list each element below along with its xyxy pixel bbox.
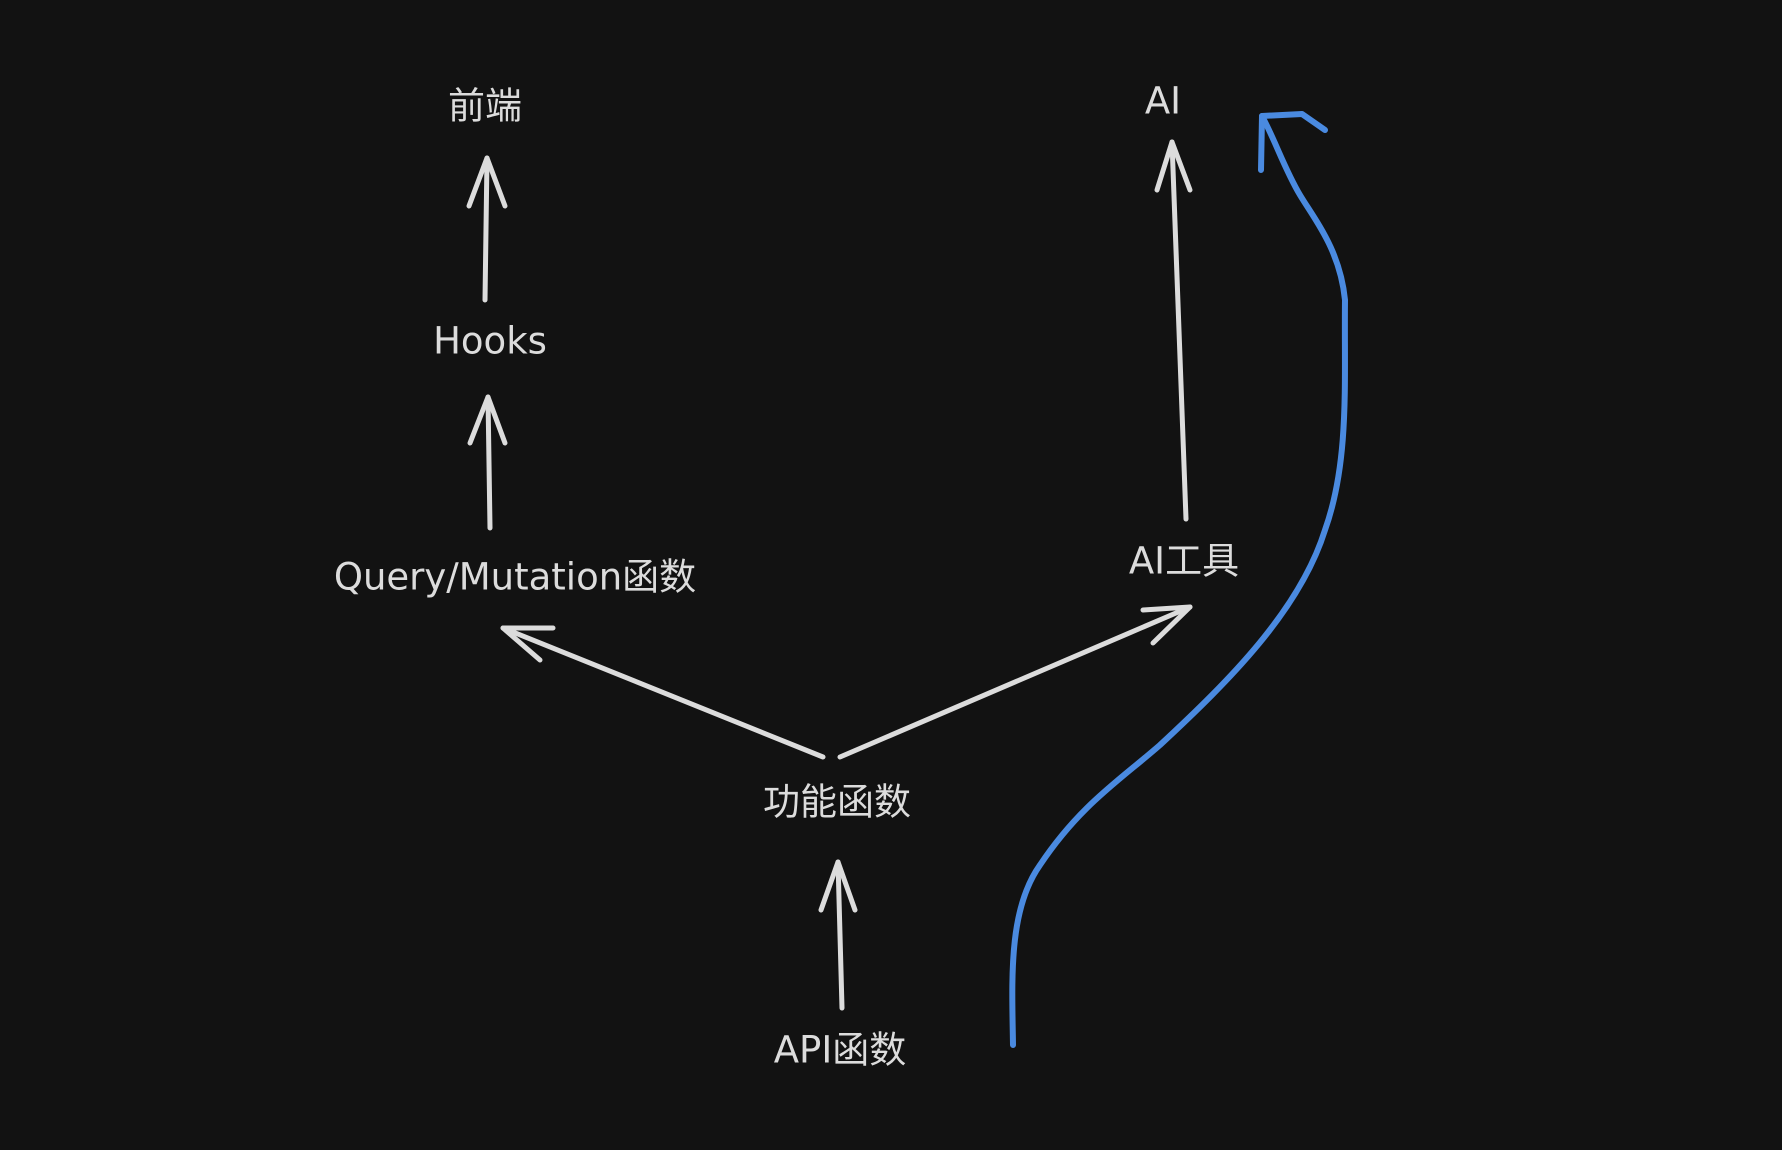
node-query-mutation: Query/Mutation函数 [334, 556, 696, 599]
node-api-functions: API函数 [774, 1029, 907, 1072]
node-hooks: Hooks [433, 320, 547, 363]
node-frontend: 前端 [448, 85, 522, 128]
arrow-feature-to-query [500, 625, 826, 760]
arrow-feature-to-aitools [837, 604, 1193, 760]
flow-arrow-api-to-ai [1009, 111, 1348, 1048]
node-feature-functions: 功能函数 [763, 781, 911, 824]
arrow-api-to-feature [818, 859, 858, 1011]
node-ai: AI [1145, 80, 1181, 123]
node-ai-tools: AI工具 [1129, 540, 1239, 583]
arrow-aitools-to-ai [1154, 139, 1193, 522]
arrow-query-to-hooks [467, 394, 508, 531]
arrow-hooks-to-frontend [466, 155, 508, 303]
